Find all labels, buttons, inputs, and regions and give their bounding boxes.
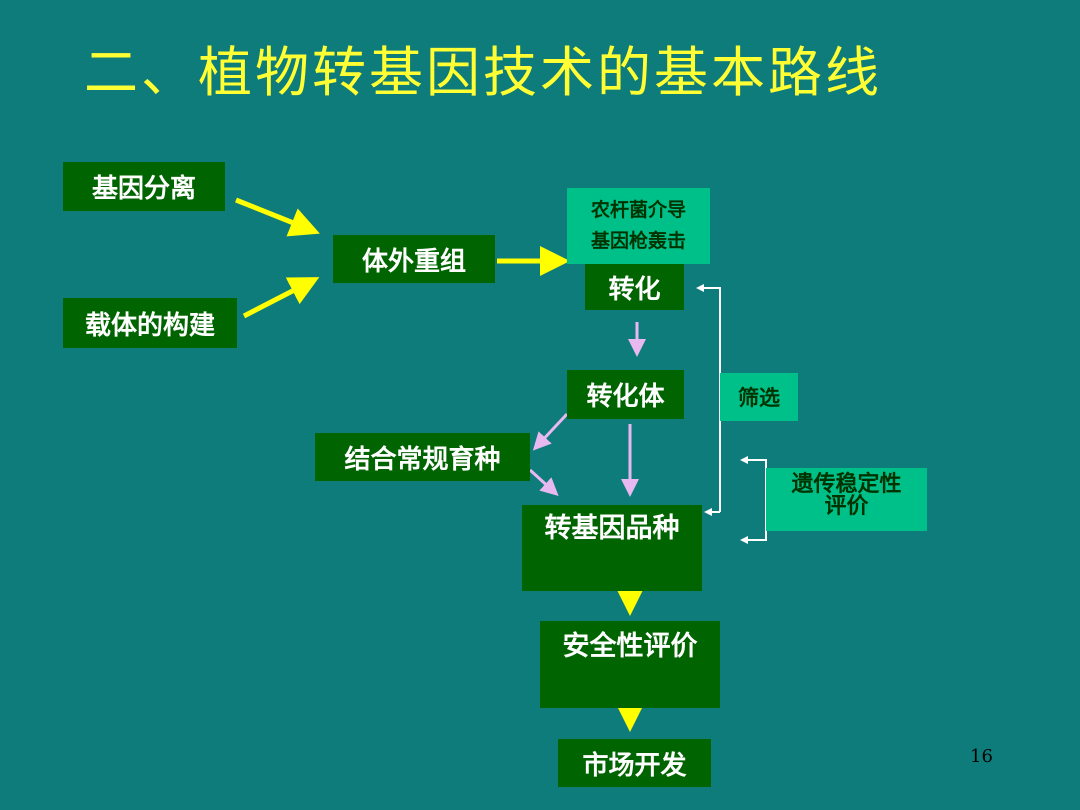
node-screening: 筛选 [720, 373, 798, 421]
screening-loop [696, 284, 721, 512]
page-title: 二、植物转基因技术的基本路线 [84, 41, 882, 104]
node-vector-construction: 载体的构建 [63, 298, 237, 348]
node-in-vitro-recombination: 体外重组 [333, 235, 495, 283]
node-transformant: 转化体 [567, 370, 684, 419]
arrow-transformant-to-breeding [532, 412, 569, 451]
arrow-gene-to-recomb [235, 197, 320, 237]
stability-bracket [742, 459, 767, 541]
method-gene-gun: 基因枪轰击 [590, 230, 686, 252]
node-market-development: 市场开发 [558, 739, 711, 787]
page-number: 16 [970, 746, 993, 767]
arrow-vector-to-recomb [242, 277, 320, 319]
node-genetic-stability-evaluation: 遗传稳定性 评价 [766, 468, 927, 531]
node-transformation-methods: 农杆菌介导 基因枪轰击 [567, 188, 710, 264]
node-gm-variety: 转基因品种 [522, 505, 702, 591]
node-conventional-breeding: 结合常规育种 [315, 433, 530, 481]
node-safety-evaluation: 安全性评价 [540, 621, 720, 708]
arrow-breeding-to-variety [528, 468, 559, 497]
node-gene-isolation: 基因分离 [63, 162, 225, 211]
method-agrobacterium: 农杆菌介导 [590, 199, 686, 221]
node-transformation: 转化 [585, 264, 684, 310]
